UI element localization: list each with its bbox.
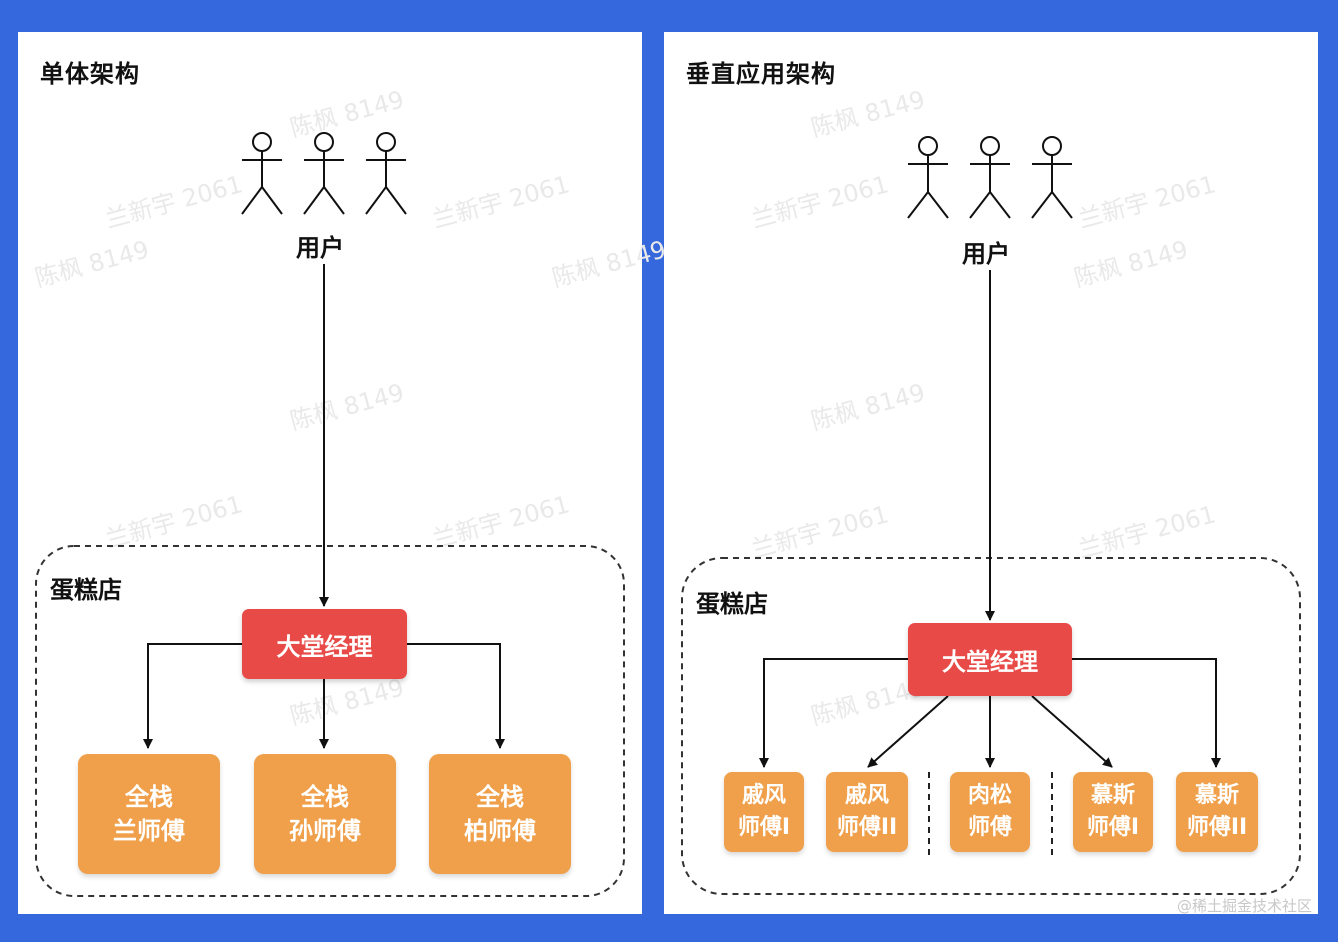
store-boundary	[35, 545, 625, 897]
worker-node: 戚风师傅I	[724, 772, 804, 852]
worker-name: 师傅I	[1086, 815, 1140, 840]
panel-title: 单体架构	[40, 60, 140, 88]
footer-credit: @稀土掘金技术社区	[1176, 897, 1312, 915]
worker-role: 全栈	[301, 783, 349, 811]
user-icon	[969, 136, 1011, 219]
user-icon	[365, 132, 407, 215]
lobby-manager-node: 大堂经理	[908, 623, 1072, 696]
worker-role: 全栈	[125, 783, 173, 811]
worker-node: 全栈孙师傅	[254, 754, 396, 874]
worker-role: 肉松	[967, 783, 1012, 808]
user-icon	[303, 132, 345, 215]
users-label: 用户	[296, 234, 344, 262]
worker-name: 师傅I	[737, 815, 791, 840]
worker-name: 柏师傅	[464, 817, 536, 845]
worker-role: 戚风	[844, 783, 889, 808]
vertical-architecture-panel: 陈枫 8149 兰新宇 2061 兰新宇 2061 陈枫 8149 陈枫 814…	[664, 32, 1318, 914]
diagram-connectors	[35, 132, 625, 897]
store-label: 蛋糕店	[50, 576, 122, 604]
user-icon	[907, 136, 949, 219]
worker-node: 全栈兰师傅	[78, 754, 220, 874]
worker-role: 戚风	[741, 783, 786, 808]
worker-name: 孙师傅	[289, 817, 361, 845]
store-label: 蛋糕店	[696, 590, 768, 618]
worker-node: 慕斯师傅II	[1176, 772, 1258, 852]
worker-name: 师傅II	[1186, 815, 1248, 840]
worker-node: 肉松师傅	[950, 772, 1030, 852]
worker-node: 全栈柏师傅	[429, 754, 571, 874]
worker-node: 慕斯师傅I	[1073, 772, 1153, 852]
worker-role: 慕斯	[1194, 783, 1239, 808]
lobby-manager-node: 大堂经理	[242, 609, 407, 679]
worker-node: 戚风师傅II	[826, 772, 908, 852]
worker-role: 全栈	[476, 783, 524, 811]
worker-name: 兰师傅	[113, 817, 185, 845]
user-icon	[1031, 136, 1073, 219]
user-icon	[241, 132, 283, 215]
monolithic-architecture-panel: 陈枫 8149 兰新宇 2061 兰新宇 2061 陈枫 8149 陈枫 814…	[18, 32, 669, 914]
worker-role: 慕斯	[1090, 783, 1135, 808]
worker-name: 师傅II	[836, 815, 898, 840]
diagram-connectors	[681, 136, 1301, 895]
worker-name: 师傅	[967, 815, 1012, 840]
panel-title: 垂直应用架构	[686, 60, 836, 88]
users-label: 用户	[962, 240, 1010, 268]
